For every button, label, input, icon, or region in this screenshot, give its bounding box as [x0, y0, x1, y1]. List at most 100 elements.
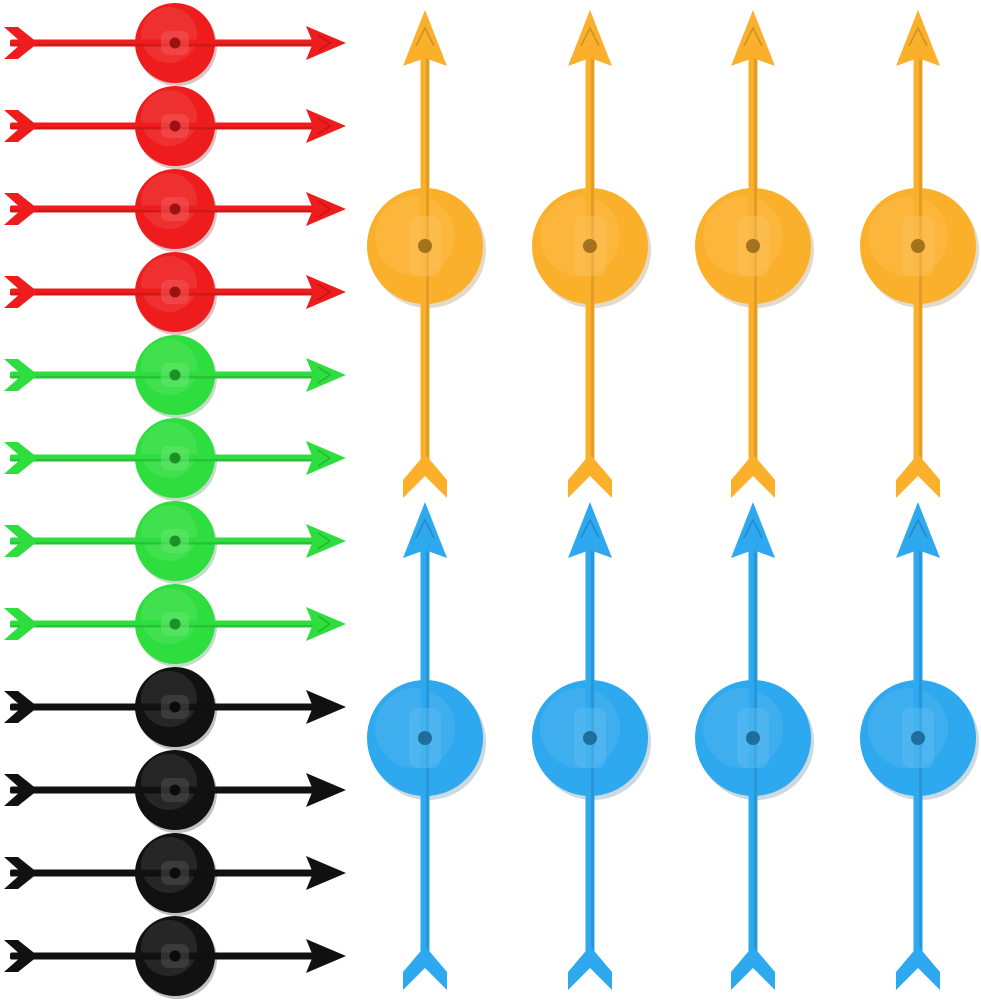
shaft-shade — [754, 538, 757, 958]
arrowhead-ridge — [317, 532, 332, 550]
arrowhead — [403, 502, 447, 558]
pivot-hole — [583, 731, 597, 745]
pivot-hole — [746, 731, 760, 745]
shaft-shade — [426, 46, 429, 466]
arrow-shaft — [748, 538, 758, 958]
arrow-shaft — [748, 46, 758, 466]
tail-fletching — [4, 27, 38, 59]
arrowhead — [306, 607, 346, 641]
tail-fletching — [4, 608, 38, 640]
spinner-horizontal — [4, 86, 346, 169]
spinner-horizontal — [4, 750, 346, 833]
arrowhead-ridge — [317, 947, 332, 965]
shaft-shade — [591, 46, 594, 466]
spinner-horizontal — [4, 916, 346, 999]
spinner-vertical — [367, 10, 486, 498]
arrow-shaft — [913, 46, 923, 466]
pivot-hole — [169, 37, 181, 49]
arrow-shaft — [585, 46, 595, 466]
arrowhead — [306, 441, 346, 475]
horizontal-spinner-column — [4, 3, 346, 999]
hub-highlight — [703, 196, 783, 276]
pivot-hole — [169, 286, 181, 298]
arrowhead — [731, 502, 775, 558]
arrowhead — [306, 192, 346, 226]
pivot-hole — [169, 618, 181, 630]
arrowhead-ridge — [317, 283, 332, 301]
spinner-horizontal — [4, 667, 346, 750]
tail-fletching — [403, 946, 447, 990]
arrowhead-ridge — [743, 26, 763, 47]
hub-highlight — [540, 688, 620, 768]
arrowhead — [306, 358, 346, 392]
arrowhead-ridge — [317, 34, 332, 52]
arrow-shaft — [420, 538, 430, 958]
pivot-hole — [169, 950, 181, 962]
arrowhead — [306, 773, 346, 807]
pivot-hole — [169, 452, 181, 464]
arrowhead-ridge — [317, 200, 332, 218]
arrowhead — [568, 502, 612, 558]
arrowhead — [403, 10, 447, 66]
hub-highlight — [375, 688, 455, 768]
tail-fletching — [731, 454, 775, 498]
arrowhead-ridge — [580, 26, 600, 47]
tail-fletching — [568, 454, 612, 498]
shaft-shade — [919, 46, 922, 466]
arrowhead-ridge — [908, 518, 928, 539]
tail-fletching — [896, 946, 940, 990]
pivot-hole — [746, 239, 760, 253]
tail-fletching — [4, 193, 38, 225]
tail-fletching — [4, 442, 38, 474]
tail-fletching — [731, 946, 775, 990]
tail-fletching — [4, 940, 38, 972]
arrowhead — [306, 109, 346, 143]
arrowhead-ridge — [317, 781, 332, 799]
tail-fletching — [4, 110, 38, 142]
arrowhead-ridge — [908, 26, 928, 47]
pivot-hole — [418, 731, 432, 745]
spinner-horizontal — [4, 252, 346, 335]
spinner-horizontal — [4, 418, 346, 501]
tail-fletching — [4, 359, 38, 391]
spinner-vertical — [532, 502, 651, 990]
pivot-hole — [911, 731, 925, 745]
tail-fletching — [4, 276, 38, 308]
hub-highlight — [540, 196, 620, 276]
vertical-spinner-grid — [367, 10, 979, 990]
hub-highlight — [868, 196, 948, 276]
spinner-horizontal — [4, 584, 346, 667]
hub-highlight — [375, 196, 455, 276]
arrowhead — [306, 26, 346, 60]
arrowhead — [306, 524, 346, 558]
arrowhead — [568, 10, 612, 66]
shaft-shade — [919, 538, 922, 958]
spinner-horizontal — [4, 335, 346, 418]
pivot-hole — [169, 867, 181, 879]
arrowhead-ridge — [743, 518, 763, 539]
hub-highlight — [868, 688, 948, 768]
pivot-hole — [169, 535, 181, 547]
arrowhead-ridge — [580, 518, 600, 539]
arrowhead-ridge — [317, 117, 332, 135]
tail-fletching — [4, 691, 38, 723]
arrowhead-ridge — [317, 615, 332, 633]
pivot-hole — [911, 239, 925, 253]
arrowhead — [306, 856, 346, 890]
tail-fletching — [896, 454, 940, 498]
shaft-shade — [754, 46, 757, 466]
spinner-vertical — [860, 502, 979, 990]
arrowhead — [306, 939, 346, 973]
spinner-vertical — [695, 10, 814, 498]
tail-fletching — [403, 454, 447, 498]
hub-highlight — [703, 688, 783, 768]
spinner-vertical — [860, 10, 979, 498]
pivot-hole — [169, 784, 181, 796]
pivot-hole — [169, 203, 181, 215]
arrow-shaft — [585, 538, 595, 958]
spinner-horizontal — [4, 3, 346, 86]
spinner-horizontal — [4, 501, 346, 584]
arrowhead-ridge — [317, 698, 332, 716]
